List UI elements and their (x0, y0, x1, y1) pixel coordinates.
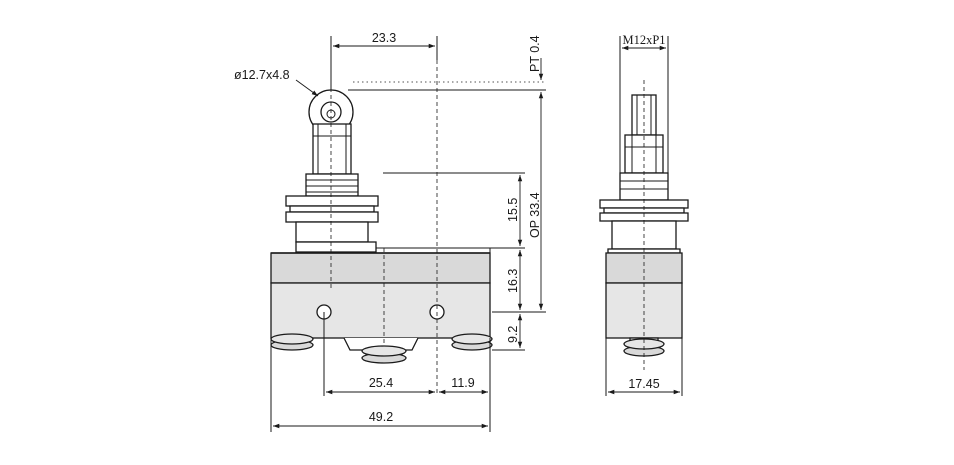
dim-15-5-label: 15.5 (506, 198, 520, 222)
dim-16-3-label: 16.3 (506, 269, 520, 293)
front-view: 23.3 ø12.7x4.8 PT 0.4 OP 33.4 15.5 16.3 … (234, 31, 546, 432)
switch-body (270, 247, 491, 351)
dim-25-4-label: 25.4 (369, 376, 393, 390)
dim-pt-label: PT 0.4 (528, 35, 542, 72)
side-view: M12xP1 17.45 (599, 33, 689, 396)
dim-roller-label: ø12.7x4.8 (234, 68, 290, 82)
dim-11-9-label: 11.9 (451, 376, 474, 390)
dim-49-2-label: 49.2 (369, 410, 393, 424)
dim-thread-label: M12xP1 (622, 33, 665, 47)
dim-9-2-label: 9.2 (506, 326, 520, 343)
roller-actuator (285, 89, 379, 253)
dim-op-label: OP 33.4 (528, 192, 542, 238)
dim-23-3-label: 23.3 (372, 31, 396, 45)
dim-17-45-label: 17.45 (628, 377, 659, 391)
